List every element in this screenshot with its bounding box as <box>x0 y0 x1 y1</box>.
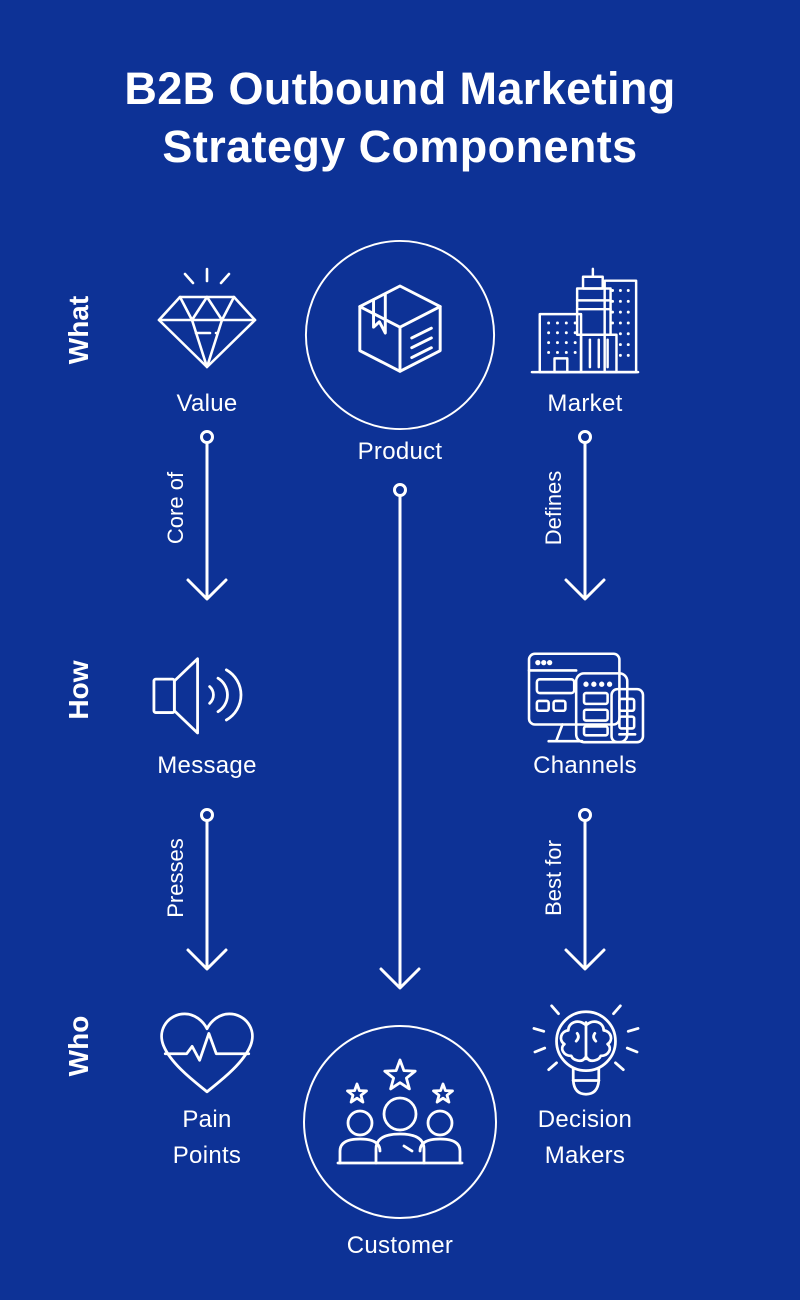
down-arrow-icon <box>564 808 606 971</box>
decision-makers-label-line-1: Decision <box>537 1106 633 1133</box>
arrow-label-presses: Presses <box>163 838 188 918</box>
lightbulb-brain-icon <box>532 1004 640 1096</box>
arrow-label-defines: Defines <box>541 470 566 546</box>
down-arrow-icon <box>186 808 228 971</box>
arrow-message-to-pain-points <box>183 807 231 971</box>
heart-pulse-icon <box>160 1012 254 1094</box>
node-value <box>147 262 267 382</box>
down-arrow-icon <box>379 483 421 990</box>
node-pain-points <box>151 1000 263 1102</box>
node-product <box>302 237 498 433</box>
arrow-channels-to-decision-makers <box>561 807 609 971</box>
arrow-value-to-message <box>183 429 231 601</box>
page-title: B2B Outbound Marketing Strategy Componen… <box>0 60 800 176</box>
package-box-icon <box>304 239 496 431</box>
message-label: Message <box>157 752 257 779</box>
row-label-how: How <box>63 660 94 720</box>
node-decision-makers <box>521 996 651 1106</box>
devices-icon <box>527 652 645 744</box>
pain-points-label: Pain Points <box>132 1102 282 1174</box>
arrow-market-to-channels <box>561 429 609 601</box>
value-label: Value <box>176 390 238 417</box>
market-label: Market <box>547 390 623 417</box>
customer-label: Customer <box>346 1232 454 1259</box>
decision-makers-label-line-2: Makers <box>544 1142 626 1169</box>
down-arrow-icon <box>186 430 228 601</box>
row-label-what: What <box>63 295 94 365</box>
channels-label: Channels <box>533 752 637 779</box>
decision-makers-label: Decision Makers <box>505 1102 665 1174</box>
arrow-label-core-of: Core of <box>163 471 188 545</box>
title-line-1: B2B Outbound Marketing <box>124 63 676 114</box>
diamond-icon <box>157 267 257 369</box>
speaker-icon <box>152 657 243 735</box>
people-stars-icon <box>303 1025 497 1219</box>
buildings-icon <box>530 267 640 374</box>
arrow-label-best-for: Best for <box>541 840 566 916</box>
arrow-product-to-customer <box>376 482 424 990</box>
row-label-who: Who <box>63 1015 94 1077</box>
node-customer <box>300 1022 500 1222</box>
node-channels <box>521 640 651 752</box>
node-market <box>526 260 644 380</box>
pain-points-label-line-1: Pain <box>182 1106 232 1133</box>
title-line-2: Strategy Components <box>162 121 638 172</box>
pain-points-label-line-2: Points <box>172 1142 242 1169</box>
node-message <box>143 642 267 746</box>
down-arrow-icon <box>564 430 606 601</box>
product-label: Product <box>357 438 443 465</box>
